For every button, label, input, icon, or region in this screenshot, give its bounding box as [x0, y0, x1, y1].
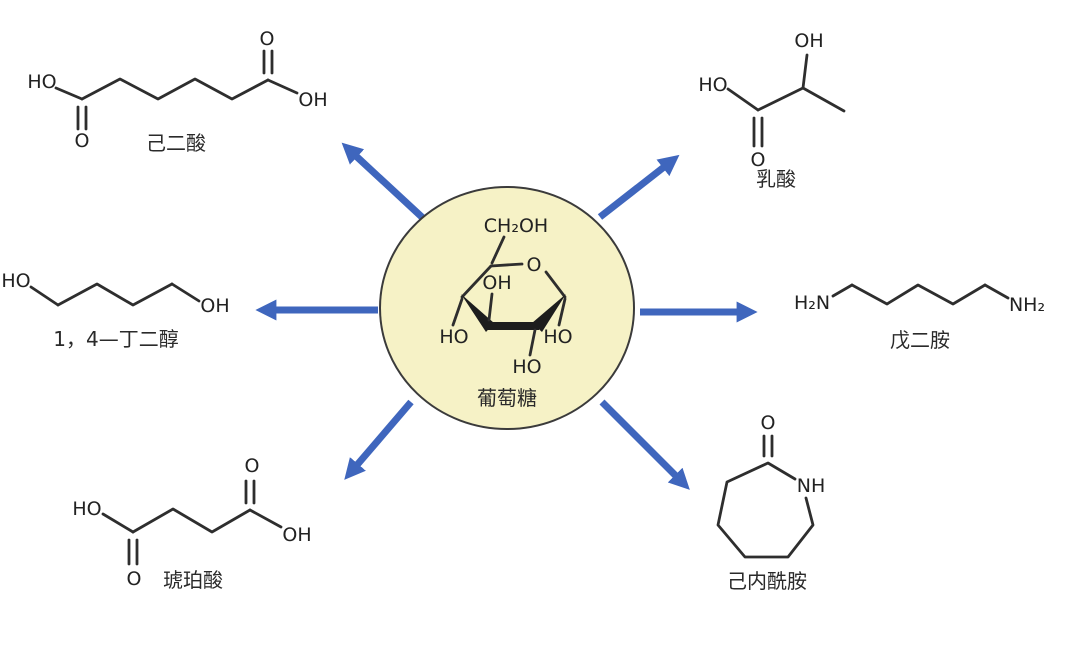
caprolactam-o-label: O — [761, 412, 776, 434]
caprolactam-nh-label: NH — [797, 475, 826, 497]
lactic-acid-name: 乳酸 — [756, 167, 796, 191]
glucose-ho-left-label: HO — [439, 326, 468, 348]
caprolactam-name: 己内酰胺 — [727, 569, 807, 593]
arrows — [255, 142, 758, 490]
glucose-ho-bottom-label: HO — [512, 356, 541, 378]
arrow-to-succinic-acid — [344, 399, 414, 480]
butanediol-name: 1，4—丁二醇 — [53, 327, 178, 351]
lactic-o-label: O — [751, 149, 766, 171]
glucose-circle — [379, 186, 635, 430]
arrow-to-lactic-acid — [597, 154, 680, 220]
adipic-o-left-label: O — [75, 130, 90, 152]
butanediol-oh-label: OH — [200, 295, 229, 317]
butanediol-ho-label: HO — [1, 270, 30, 292]
pentanediamine-structure: H₂N NH₂ 戊二胺 — [794, 283, 1045, 352]
lactic-ho-label: HO — [698, 74, 727, 96]
butanediol-structure: HO OH 1，4—丁二醇 — [1, 270, 229, 351]
adipic-oh-label: OH — [298, 89, 327, 111]
succinic-o-left-label: O — [127, 568, 142, 590]
succinic-oh-label: OH — [282, 524, 311, 546]
pentanediamine-name: 戊二胺 — [890, 328, 950, 352]
glucose-center: CH₂OH O OH HO HO HO 葡萄糖 — [379, 186, 635, 430]
arrow-to-caprolactam — [599, 399, 690, 490]
glucose-oh-label: OH — [482, 272, 511, 294]
adipic-ho-label: HO — [27, 71, 56, 93]
lactic-oh-label: OH — [794, 30, 823, 52]
pentanediamine-nh2-label: NH₂ — [1009, 294, 1045, 316]
glucose-name: 葡萄糖 — [477, 386, 537, 410]
pentanediamine-h2n-label: H₂N — [794, 292, 830, 314]
glucose-ring-o-label: O — [527, 254, 542, 276]
lactic-acid-structure: OH HO O 乳酸 — [698, 30, 846, 191]
adipic-o-right-label: O — [260, 28, 275, 50]
succinic-ho-label: HO — [72, 498, 101, 520]
succinic-acid-structure: HO O O OH 琥珀酸 — [72, 455, 311, 592]
caprolactam-structure: O NH 己内酰胺 — [716, 412, 826, 593]
succinic-o-right-label: O — [245, 455, 260, 477]
succinic-acid-name: 琥珀酸 — [163, 568, 223, 592]
adipic-acid-structure: HO O O OH 己二酸 — [27, 28, 327, 155]
glucose-ch2oh-label: CH₂OH — [484, 215, 548, 237]
glucose-ho-right-label: HO — [543, 326, 572, 348]
adipic-acid-name: 己二酸 — [146, 131, 206, 155]
arrow-to-adipic-acid — [341, 142, 427, 222]
